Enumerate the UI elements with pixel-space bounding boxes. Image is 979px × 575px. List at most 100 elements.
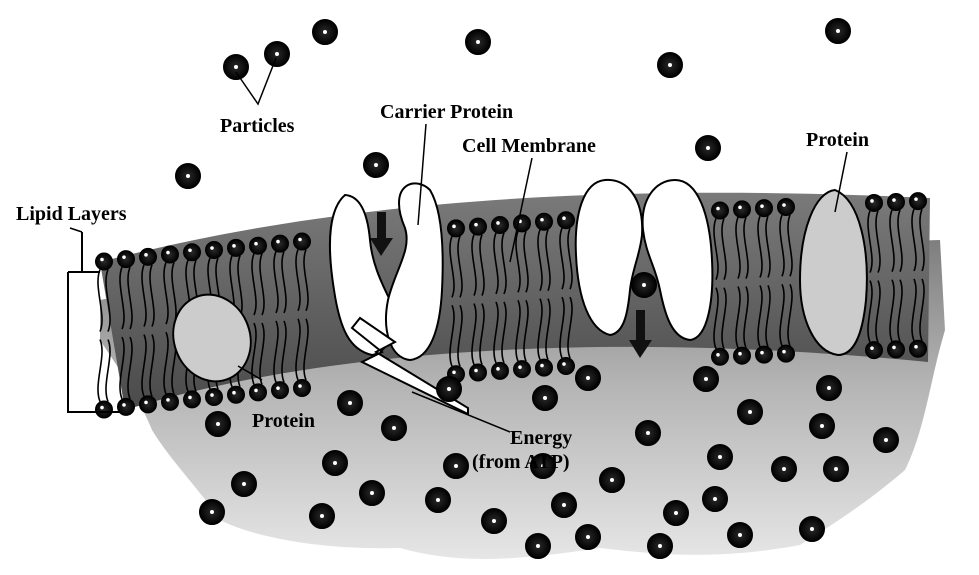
lipid-head-highlight — [144, 253, 148, 257]
lipid-tail — [559, 227, 565, 359]
lipid-head-highlight — [276, 386, 280, 390]
lipid-head-highlight — [892, 198, 896, 202]
lipid-head-highlight — [144, 400, 148, 405]
particle-highlight — [348, 401, 352, 405]
lipid-head-highlight — [276, 239, 280, 244]
particle-highlight — [320, 514, 324, 518]
lipid-head — [139, 395, 157, 414]
lipid-tail — [537, 229, 543, 360]
lipid-tail — [295, 249, 301, 381]
particle-highlight — [242, 482, 246, 486]
lipid-head-highlight — [782, 349, 786, 354]
particle-highlight — [884, 438, 888, 442]
lipid-head — [909, 339, 927, 358]
particles-leader — [235, 57, 277, 106]
particle-highlight — [234, 65, 238, 69]
lipid-tail — [545, 229, 551, 360]
lipid-head — [557, 211, 575, 230]
particle-highlight — [210, 510, 214, 514]
lipid-head — [249, 383, 267, 402]
lipid-head — [865, 341, 883, 360]
particle-highlight — [275, 52, 279, 56]
lipid-head — [117, 397, 135, 416]
lipid-tail — [897, 209, 903, 342]
lipid-head-highlight — [188, 395, 192, 400]
lipid-head — [777, 198, 795, 217]
lipid-head-highlight — [166, 250, 170, 255]
label-protein-right: Protein — [806, 129, 869, 151]
lipid-tail — [501, 232, 507, 364]
lipid-tail — [493, 232, 499, 364]
channel-protein-left-half — [574, 178, 644, 337]
protein-left-leader — [237, 365, 263, 381]
lipid-head-highlight — [738, 205, 742, 210]
particle-highlight — [374, 163, 378, 167]
particle-highlight — [738, 533, 742, 537]
lipid-head — [205, 388, 223, 407]
particle-highlight — [436, 498, 440, 502]
lipid-head — [865, 193, 883, 212]
lipid-head — [271, 381, 289, 400]
particle-highlight — [706, 146, 710, 150]
lipid-head-highlight — [782, 203, 786, 207]
particle-highlight — [536, 544, 540, 548]
lipid-head — [887, 340, 905, 359]
lipid-tail — [721, 218, 727, 350]
lipid-head-highlight — [298, 384, 302, 388]
lipid-head — [183, 243, 201, 262]
lipid-head — [535, 212, 553, 231]
particles-group — [175, 18, 899, 559]
lipid-head-highlight — [210, 393, 214, 397]
protein-right-leader — [834, 151, 848, 213]
lipid-head — [95, 400, 113, 419]
particle-highlight — [476, 40, 480, 44]
lightning-bolt-icon — [350, 316, 469, 416]
lipid-tail — [303, 249, 309, 381]
protein-right — [798, 188, 868, 357]
particle-highlight — [186, 174, 190, 178]
lipid-tail — [765, 215, 771, 347]
particle-highlight — [748, 410, 752, 414]
lipid-head-highlight — [166, 398, 170, 402]
lipid-tail — [97, 269, 103, 402]
lipid-tail — [743, 217, 749, 348]
lipid-tail — [149, 264, 155, 397]
lipid-head — [227, 385, 245, 404]
lipid-layers-leader — [69, 227, 83, 233]
lipid-tail — [471, 234, 477, 365]
particle-highlight — [447, 387, 451, 391]
lipid-head-highlight — [496, 367, 500, 371]
particle-highlight — [323, 30, 327, 34]
particle-highlight — [642, 283, 646, 287]
lipid-head-highlight — [870, 199, 874, 203]
lipid-layers-bracket — [67, 232, 120, 413]
lipid-head-highlight — [518, 365, 522, 369]
lipid-head — [755, 345, 773, 364]
lipid-head — [513, 214, 531, 233]
leader-lines — [235, 57, 848, 433]
label-lipid-layers: Lipid Layers — [16, 203, 127, 225]
particle-highlight — [658, 544, 662, 548]
cell-membrane-leader — [509, 157, 533, 263]
lipid-head — [161, 392, 179, 411]
particle-highlight — [713, 497, 717, 501]
lipid-head-highlight — [122, 403, 126, 407]
lipid-head-highlight — [738, 351, 742, 356]
lipid-head-highlight — [474, 368, 478, 373]
lipid-head-highlight — [100, 405, 104, 410]
particle-highlight — [586, 535, 590, 539]
lipid-head-highlight — [452, 224, 456, 229]
lipid-head-highlight — [760, 204, 764, 208]
lipid-head — [95, 252, 113, 271]
lipid-head — [557, 357, 575, 376]
particle-highlight — [370, 491, 374, 495]
lipid-head — [293, 379, 311, 398]
particle-highlight — [718, 455, 722, 459]
particle-highlight — [333, 461, 337, 465]
particle-highlight — [543, 396, 547, 400]
lipid-head — [887, 193, 905, 212]
particle-highlight — [492, 519, 496, 523]
lipid-head-highlight — [870, 346, 874, 350]
lipid-tail — [757, 215, 763, 347]
